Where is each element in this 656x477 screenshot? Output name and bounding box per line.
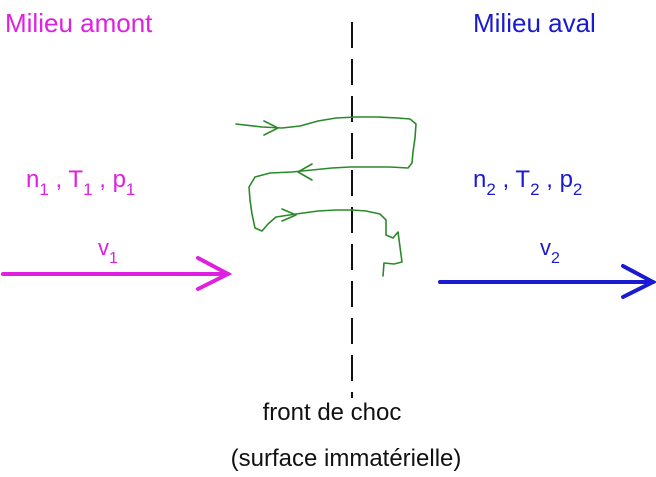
downstream-p: p — [560, 166, 573, 193]
downstream-n-sub: 2 — [486, 180, 495, 199]
downstream-T: T — [515, 166, 530, 193]
downstream-p-sub: 2 — [573, 180, 582, 199]
upstream-p: p — [113, 166, 126, 193]
downstream-velocity-arrow — [438, 264, 656, 299]
separator: , — [496, 166, 516, 193]
shock-caption-line2: (surface immatérielle) — [231, 445, 462, 472]
upstream-velocity-label: v1 — [98, 235, 118, 267]
downstream-T-sub: 2 — [530, 180, 539, 199]
upstream-T-sub: 1 — [83, 180, 92, 199]
downstream-n: n — [473, 166, 486, 193]
upstream-p-sub: 1 — [126, 180, 135, 199]
upstream-n-sub: 1 — [39, 180, 48, 199]
shock-caption-line1: front de choc — [263, 399, 402, 426]
upstream-state-label: n1 , T1 , p1 — [26, 166, 135, 199]
particle-path — [235, 116, 417, 277]
upstream-v: v — [98, 235, 109, 260]
upstream-T: T — [68, 166, 83, 193]
downstream-v-sub: 2 — [551, 250, 560, 267]
upstream-velocity-arrow — [1, 256, 233, 291]
downstream-v: v — [540, 235, 551, 260]
upstream-n: n — [26, 166, 39, 193]
downstream-title: Milieu aval — [473, 8, 596, 38]
separator: , — [93, 166, 113, 193]
downstream-velocity-label: v2 — [540, 235, 560, 267]
upstream-title: Milieu amont — [5, 8, 153, 38]
separator: , — [49, 166, 69, 193]
downstream-state-label: n2 , T2 , p2 — [473, 166, 582, 199]
separator: , — [540, 166, 560, 193]
upstream-v-sub: 1 — [109, 250, 118, 267]
